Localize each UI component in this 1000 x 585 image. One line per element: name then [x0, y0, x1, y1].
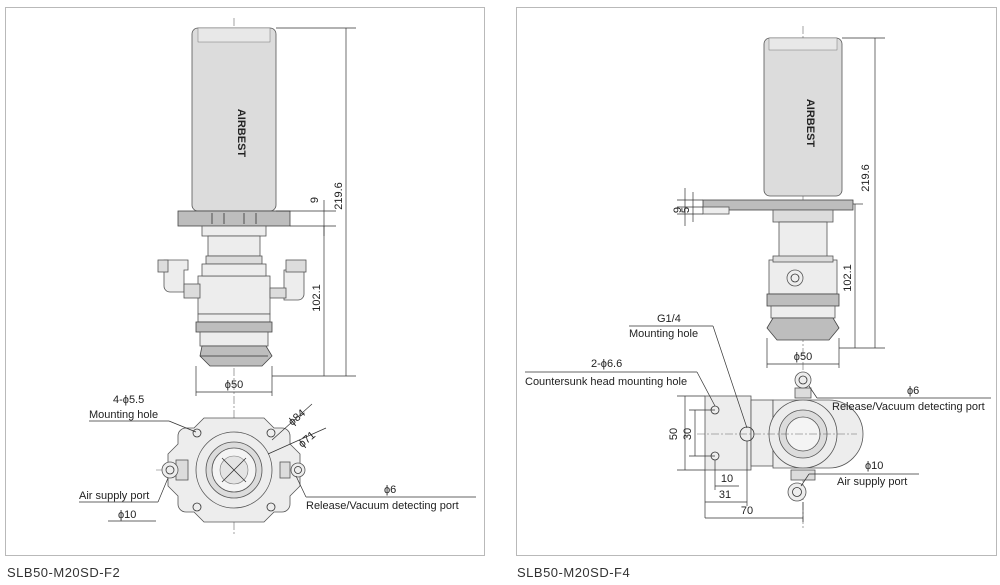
dim-phi50-label: ϕ50: [225, 379, 243, 391]
flange-ring: [201, 225, 267, 237]
drawing-f4-svg: AIRBEST 9 5 219.6 102.1 ϕ50: [525, 26, 991, 528]
flange: [177, 210, 291, 227]
hole-count-label: 4-ϕ5.5: [113, 394, 144, 406]
release-name-label: Release/Vacuum detecting port: [306, 500, 459, 512]
dim-50h-label: 50: [668, 428, 680, 440]
dim-31-label: 31: [719, 489, 731, 501]
drawing-panel-f2: AIRBEST 9 219.6 102.1 ϕ50: [5, 7, 485, 556]
dim-30-label: 30: [682, 428, 694, 440]
air-size-label: ϕ10: [865, 460, 883, 472]
air-supply-fitting: [163, 259, 189, 293]
dim-219-label: 219.6: [860, 164, 872, 192]
release-size-label: ϕ6: [384, 484, 396, 496]
dim-70-label: 70: [741, 505, 753, 517]
air-supply-label: Air supply port: [79, 490, 149, 502]
brand-label: AIRBEST: [235, 109, 247, 158]
top-view: [156, 417, 306, 523]
air-size-label: ϕ10: [118, 509, 136, 521]
neck: [207, 235, 261, 257]
dim-219-label: 219.6: [333, 182, 345, 210]
dim-phi50-label: ϕ50: [794, 351, 812, 363]
mounting-hole-label: Mounting hole: [89, 409, 158, 421]
dim-5-label: 5: [680, 207, 692, 213]
drawing-f2-svg: AIRBEST 9 219.6 102.1 ϕ50: [79, 18, 476, 536]
g14-name-label: Mounting hole: [629, 328, 698, 340]
valve-body: [197, 275, 271, 315]
cylinder-body: [763, 37, 843, 197]
cs-count-label: 2-ϕ6.6: [591, 358, 622, 370]
cs-name-label: Countersunk head mounting hole: [525, 376, 687, 388]
dim-9-label: 9: [309, 197, 321, 203]
top-view: [697, 371, 864, 502]
release-name-label: Release/Vacuum detecting port: [832, 401, 985, 413]
dim-9-label: 9: [672, 207, 684, 213]
dim-102-label: 102.1: [311, 284, 323, 312]
air-name-label: Air supply port: [837, 476, 907, 488]
g14-label: G1/4: [657, 313, 681, 325]
release-fitting: [283, 269, 305, 301]
cylinder-body: [191, 27, 277, 212]
neck: [778, 221, 828, 259]
bracket-plate: [704, 395, 752, 471]
suction-pad: [766, 317, 840, 341]
drawing-panel-f4: AIRBEST 9 5 219.6 102.1 ϕ50: [516, 7, 997, 556]
dim-10-label: 10: [721, 473, 733, 485]
release-size-label: ϕ6: [907, 385, 919, 397]
dim-102-label: 102.1: [842, 264, 854, 292]
caption-f2: SLB50-M20SD-F2: [7, 565, 121, 580]
caption-f4: SLB50-M20SD-F4: [517, 565, 631, 580]
brand-label: AIRBEST: [804, 99, 816, 148]
